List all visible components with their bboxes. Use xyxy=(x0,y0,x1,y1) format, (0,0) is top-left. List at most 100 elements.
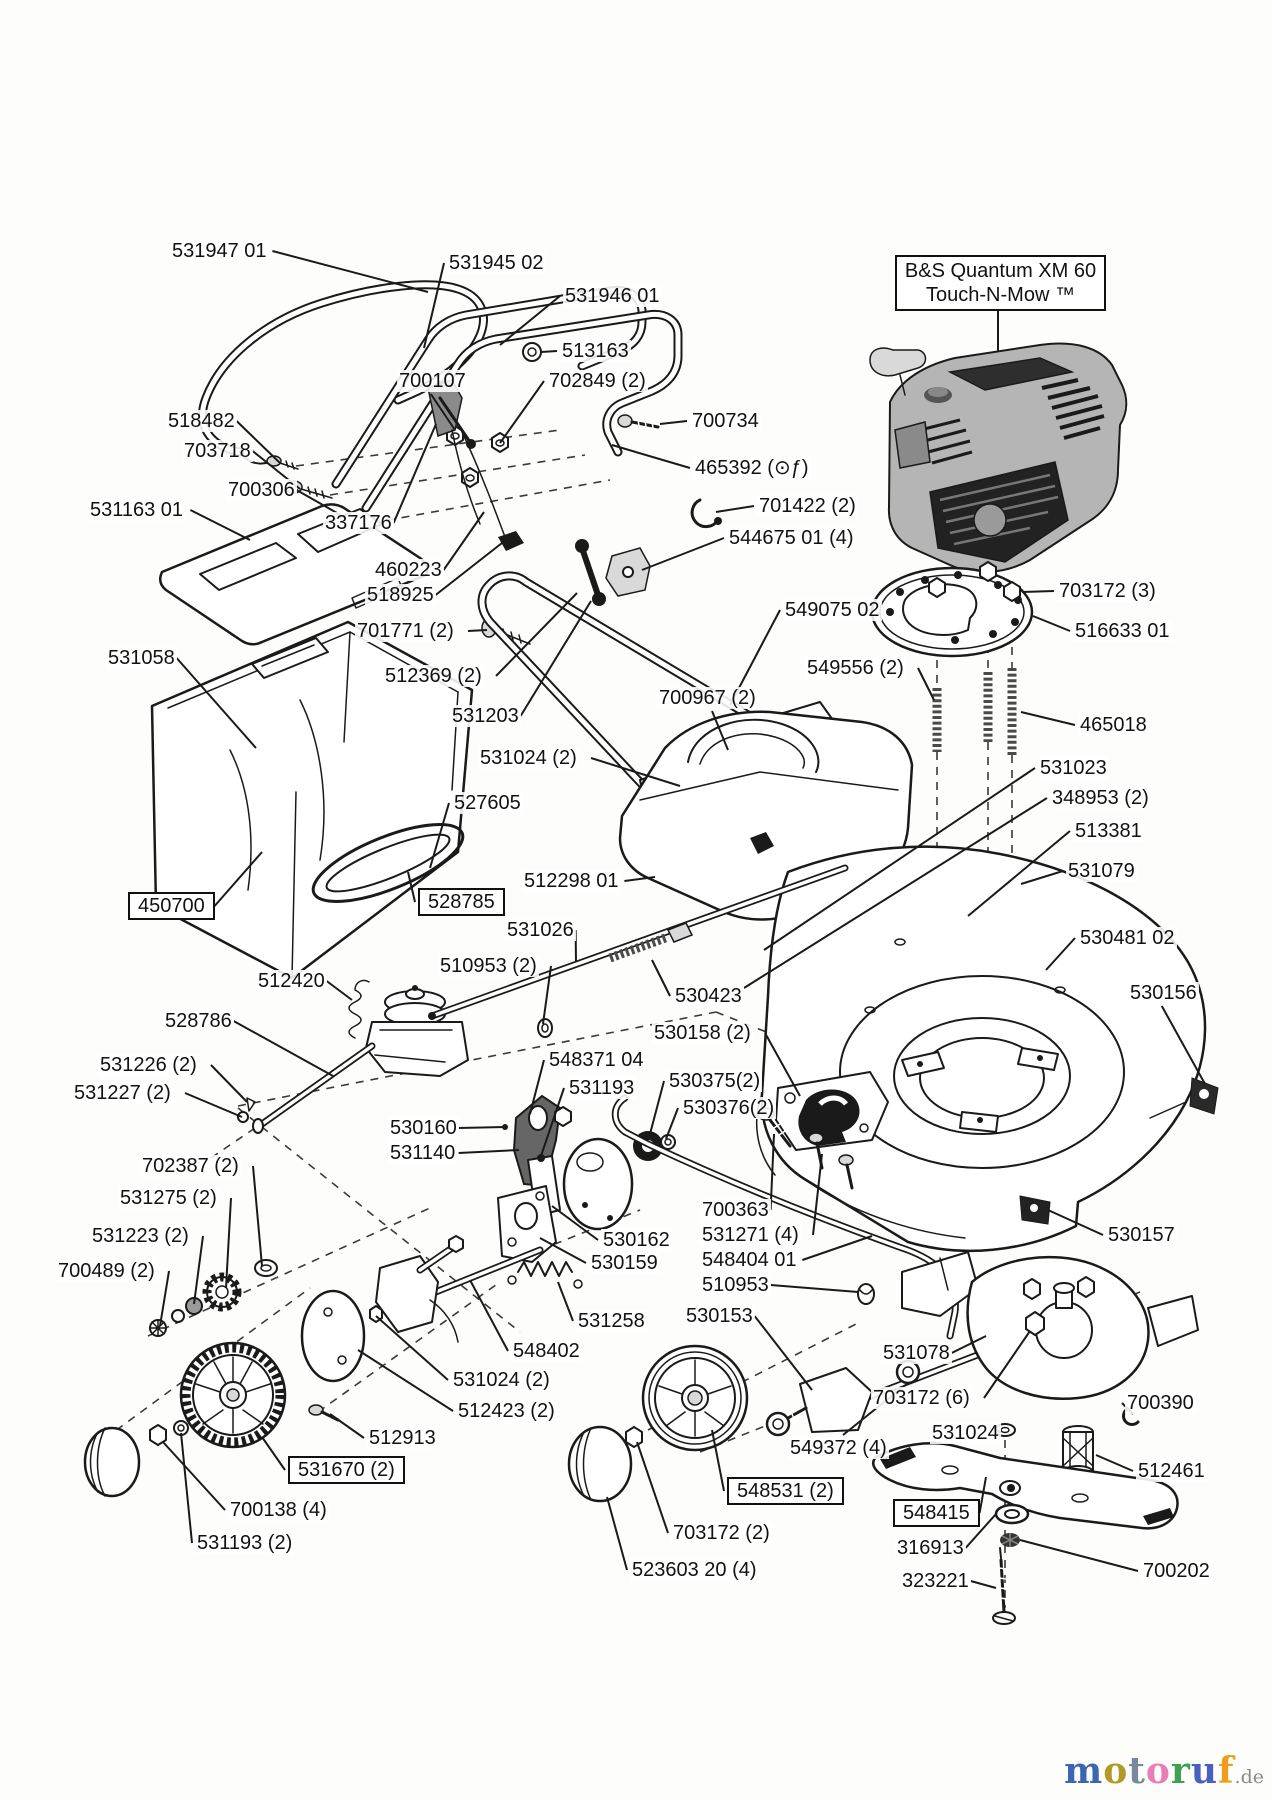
part-label: 531947 01 xyxy=(170,240,269,262)
part-label: 512298 01 xyxy=(522,870,621,892)
part-label: 703172 (2) xyxy=(671,1522,772,1544)
clutch-cluster xyxy=(149,1259,278,1337)
part-label: 316913 xyxy=(895,1537,966,1559)
part-label: 323221 xyxy=(900,1570,971,1592)
part-label: 530156 xyxy=(1128,982,1199,1004)
part-label: 549075 02 xyxy=(783,599,882,621)
part-label: 703718 xyxy=(182,440,253,462)
part-label: 531079 xyxy=(1066,860,1137,882)
rear-wheel xyxy=(567,1344,749,1503)
part-label-boxed: 528785 xyxy=(418,888,505,916)
part-label: 465018 xyxy=(1078,714,1149,736)
part-label: 700489 (2) xyxy=(56,1260,157,1282)
part-label: 512913 xyxy=(367,1427,438,1449)
part-label: 531024 (2) xyxy=(451,1369,552,1391)
part-label: 512420 xyxy=(256,970,327,992)
part-label: 530375(2) xyxy=(667,1070,763,1092)
engine-name: B&S Quantum XM 60 xyxy=(904,260,1097,282)
part-label: 531275 (2) xyxy=(118,1187,219,1209)
part-label: 700107 xyxy=(397,370,468,392)
part-label: 530160 xyxy=(388,1117,459,1139)
door-bracket-screws xyxy=(757,1071,889,1305)
part-label: 700202 xyxy=(1141,1560,1212,1582)
part-label: 513381 xyxy=(1073,820,1144,842)
part-label: 701422 (2) xyxy=(757,495,858,517)
part-label: 700363 xyxy=(700,1199,771,1221)
part-label: 700734 xyxy=(690,410,761,432)
part-label: 548402 xyxy=(511,1340,582,1362)
part-label: 531223 (2) xyxy=(90,1225,191,1247)
part-label: 527605 xyxy=(452,792,523,814)
part-label: 337176 xyxy=(323,512,394,534)
part-label: 528786 xyxy=(163,1010,234,1032)
part-label: 518482 xyxy=(166,410,237,432)
engine-feature: Touch-N-Mow ™ xyxy=(926,284,1075,306)
part-label: 530423 xyxy=(673,985,744,1007)
handlebar-tubes xyxy=(331,285,683,513)
part-label: 531203 xyxy=(450,705,521,727)
part-label: 531271 (4) xyxy=(700,1224,801,1246)
motoruf-watermark: motoruf.de xyxy=(1064,1752,1264,1796)
part-label: 703172 (6) xyxy=(871,1387,972,1409)
height-adjust-cluster xyxy=(497,1094,676,1289)
part-label: 531193 xyxy=(567,1077,637,1099)
part-label-boxed: 548531 (2) xyxy=(727,1477,844,1505)
part-label: 510953 xyxy=(700,1274,771,1296)
part-label: 531078 xyxy=(881,1342,952,1364)
blade-housing xyxy=(901,1251,1199,1400)
part-label: 530162 xyxy=(601,1229,672,1251)
part-label-boxed: 531670 (2) xyxy=(288,1456,405,1484)
part-label: 518925 xyxy=(365,584,436,606)
part-label: 460223 xyxy=(373,559,444,581)
part-label: 523603 20 (4) xyxy=(630,1559,759,1581)
part-label: 531023 xyxy=(1038,757,1109,779)
motoruf-domain-suffix: .de xyxy=(1234,1766,1264,1788)
control-cable xyxy=(428,864,849,1038)
part-label: 549372 (4) xyxy=(788,1437,889,1459)
part-label: 530481 02 xyxy=(1078,927,1177,949)
motoruf-logo-text: motoruf xyxy=(1064,1750,1235,1792)
part-label: 531140 xyxy=(388,1142,458,1164)
part-label: 512461 xyxy=(1136,1460,1207,1482)
engine xyxy=(869,308,1128,574)
part-label: 512369 (2) xyxy=(383,665,484,687)
part-label: 531058 xyxy=(106,647,177,669)
part-label: 700306 xyxy=(226,479,297,501)
part-label: 530158 (2) xyxy=(652,1022,753,1044)
front-left-wheel xyxy=(83,1289,366,1498)
part-label: 530157 xyxy=(1106,1224,1177,1246)
part-label-boxed: 548415 xyxy=(893,1499,980,1527)
part-label: 516633 01 xyxy=(1073,620,1172,642)
part-label: 549556 (2) xyxy=(805,657,906,679)
part-label: 531946 01 xyxy=(563,285,662,307)
part-label-boxed: 450700 xyxy=(128,892,215,920)
part-label: 465392 (⊙ƒ) xyxy=(693,457,811,479)
part-label: 703172 (3) xyxy=(1057,580,1158,602)
drive-belt xyxy=(311,823,465,903)
part-label: 531163 01 xyxy=(88,499,186,521)
part-label: 531024 xyxy=(930,1422,1001,1444)
part-label: 531024 (2) xyxy=(478,747,579,769)
part-label: 531945 02 xyxy=(447,252,546,274)
part-label: 531258 xyxy=(576,1310,647,1332)
part-label: 512423 (2) xyxy=(456,1400,557,1422)
engine-label-box: B&S Quantum XM 60 Touch-N-Mow ™ xyxy=(895,255,1106,311)
part-label: 702387 (2) xyxy=(140,1155,241,1177)
part-label: 700138 (4) xyxy=(228,1499,329,1521)
throttle-lever-cables xyxy=(427,379,722,645)
part-label: 530153 xyxy=(684,1305,755,1327)
part-label: 531227 (2) xyxy=(72,1082,173,1104)
front-axle-assembly xyxy=(308,1235,544,1422)
part-label: 701771 (2) xyxy=(355,620,456,642)
part-label: 531026 xyxy=(505,919,576,941)
part-label: 531226 (2) xyxy=(98,1054,199,1076)
part-label: 548371 04 xyxy=(547,1049,646,1071)
part-label: 702849 (2) xyxy=(547,370,648,392)
part-label: 513163 xyxy=(560,340,631,362)
part-label: 548404 01 xyxy=(700,1249,799,1271)
part-label: 348953 (2) xyxy=(1050,787,1151,809)
part-label: 531193 (2) xyxy=(195,1532,295,1554)
part-label: 544675 01 (4) xyxy=(727,527,856,549)
blade-assembly xyxy=(872,1408,1179,1625)
